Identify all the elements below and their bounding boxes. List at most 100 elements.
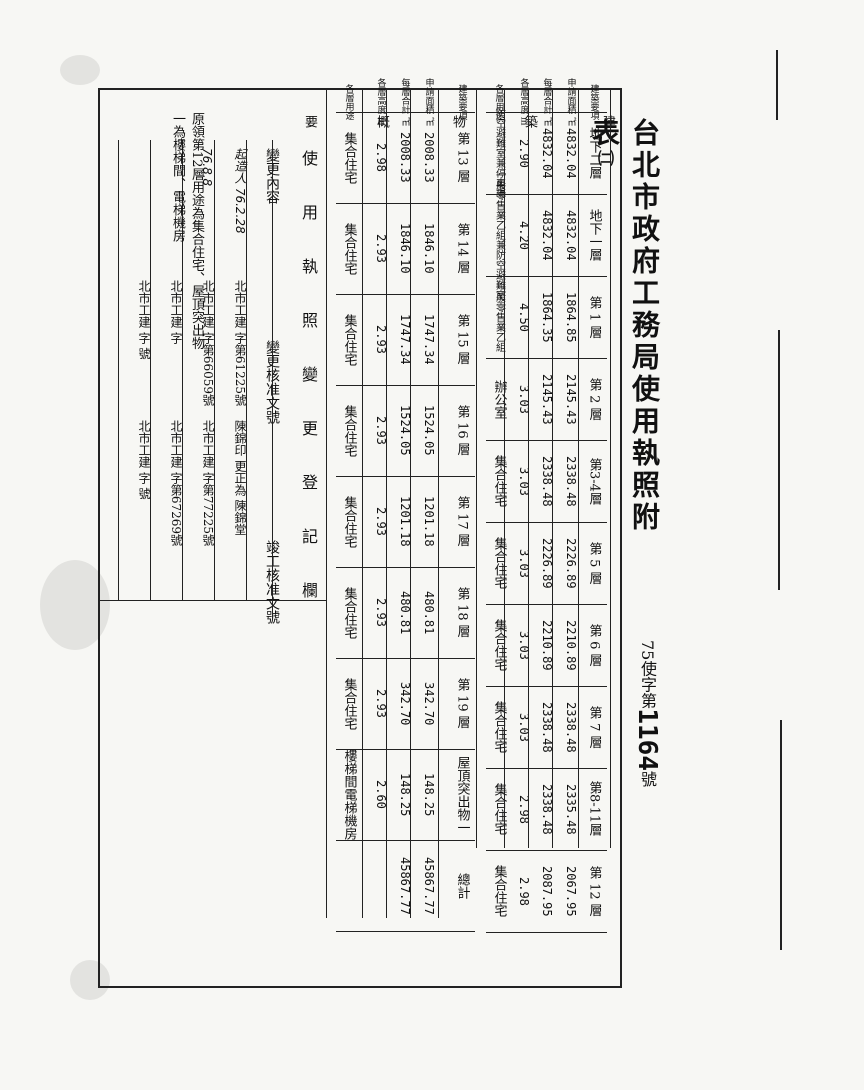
upper-height-cell: 4.20 [517,220,531,250]
lower-total-cell: 2008.33 [398,132,412,183]
grid-line [476,88,477,848]
side-label: 築 [522,115,537,128]
scan-edge-mark [776,50,778,120]
lower-use-cell: 集合住宅 [341,313,357,366]
lower-floors-cell: 第 19 層 [454,678,470,729]
grid-line [486,276,607,277]
record-approval: 北市工建 字 號 [137,280,151,360]
lower-use-cell: 集合住宅 [341,495,357,548]
document-title: 台北市政府工務局使用執照附表㈡ [588,118,661,534]
grid-line [326,88,327,918]
lower-total-cell: 342.70 [398,681,412,726]
upper-floors-cell: 第 1 層 [586,295,602,339]
lower-total-cell: 148.25 [398,772,412,817]
lower-use-cell: 集合住宅 [341,677,357,730]
record-approval: 北市工建 字第66059號 [201,280,215,406]
upper-total-cell: 2338.48 [540,783,554,835]
record-header-char: 登 [299,474,318,490]
grid-line [214,140,215,600]
record-header-char: 變 [299,366,318,382]
side-label: 要 [302,115,317,128]
upper-floors-cell: 地下一層 [586,209,602,261]
lower-area-cell: 1747.34 [422,314,436,365]
grid-line [336,567,475,568]
upper-use-cell: 一般零售業乙組 [493,282,505,352]
row-header: 申請面積 ㎡ [565,78,576,126]
record-header-char: 欄 [299,582,318,598]
lower-area-cell: 480.81 [422,590,436,635]
lower-floors-cell: 第 16 層 [454,405,470,456]
upper-total-cell: 2145.43 [540,373,554,425]
upper-area-cell: 2145.43 [564,373,578,425]
grid-line [610,88,611,848]
upper-floors-cell: 第 12 層 [586,865,602,917]
upper-use-cell: 集合住宅 [491,537,507,589]
upper-area-cell: 4832.04 [564,127,578,179]
upper-total-cell: 2338.48 [540,701,554,753]
lower-total-cell: 1524.05 [398,405,412,456]
upper-area-cell: 2210.89 [564,619,578,671]
grid-line [150,140,151,600]
upper-area-cell: 1864.85 [564,291,578,343]
grid-line [336,294,475,295]
upper-floors-cell: 第 7 層 [586,705,602,749]
upper-floors-cell: 第3-4層 [586,457,602,505]
record-completion: 北市工建 字第77225號 [201,420,215,546]
upper-height-cell: 3.03 [517,384,531,414]
grid-line [362,88,363,918]
lower-height-cell: 2.93 [374,689,388,718]
upper-area-cell: 2335.48 [564,783,578,835]
grid-line [336,112,475,113]
upper-floors-cell: 地下二層 [586,127,602,179]
upper-height-cell: 2.90 [517,138,531,168]
grid-line [336,840,475,841]
lower-height-cell: 2.60 [374,780,388,809]
lower-total-cell: 1747.34 [398,314,412,365]
lower-total-cell: 45867.77 [398,856,412,915]
upper-area-cell: 2067.95 [564,865,578,917]
grid-line [486,768,607,769]
grid-line [118,140,119,600]
upper-use-cell: 集合住宅 [491,783,507,835]
row-header: 各層高度 m [518,78,529,126]
grid-line [578,88,579,848]
upper-use-cell: 一般零售業乙組兼防空避難室 [493,170,505,300]
upper-total-cell: 2087.95 [540,865,554,917]
grid-line [486,686,607,687]
lower-use-cell [340,840,358,931]
lower-height-cell [372,840,390,931]
record-completion: 北市工建 字 號 [137,420,151,500]
grid-line [486,358,607,359]
grid-line [486,440,607,441]
upper-height-cell: 3.03 [517,466,531,496]
lower-total-cell: 480.81 [398,590,412,635]
grid-line [182,140,183,600]
upper-floors-cell: 第8-11層 [586,781,602,837]
upper-height-cell: 3.03 [517,712,531,742]
grid-line [552,88,553,848]
row-header: 每層合計 ㎡ [399,78,410,126]
record-header-char: 更 [299,420,318,436]
upper-area-cell: 4832.04 [564,209,578,261]
lower-area-cell: 1524.05 [422,405,436,456]
grid-line [336,203,475,204]
upper-use-cell: 防空避難室兼停車場 [493,108,505,198]
grid-line [486,604,607,605]
upper-use-cell: 辦公室 [491,379,507,419]
grid-line [336,385,475,386]
grid-line [336,476,475,477]
record-header-char: 照 [299,312,318,328]
upper-use-cell: 集合住宅 [491,865,507,917]
lower-height-cell: 2.93 [374,325,388,354]
upper-area-cell: 2226.89 [564,537,578,589]
side-label: 物 [450,115,465,128]
scan-edge-mark [780,720,782,950]
grid-line [486,850,607,851]
lower-use-cell: 樓梯間電梯機房 [341,749,357,840]
upper-total-cell: 4832.04 [540,209,554,261]
record-content: 76.8.8 [200,148,214,187]
grid-line [410,88,411,918]
upper-use-cell: 集合住宅 [491,701,507,753]
side-label: 建 [600,115,615,128]
